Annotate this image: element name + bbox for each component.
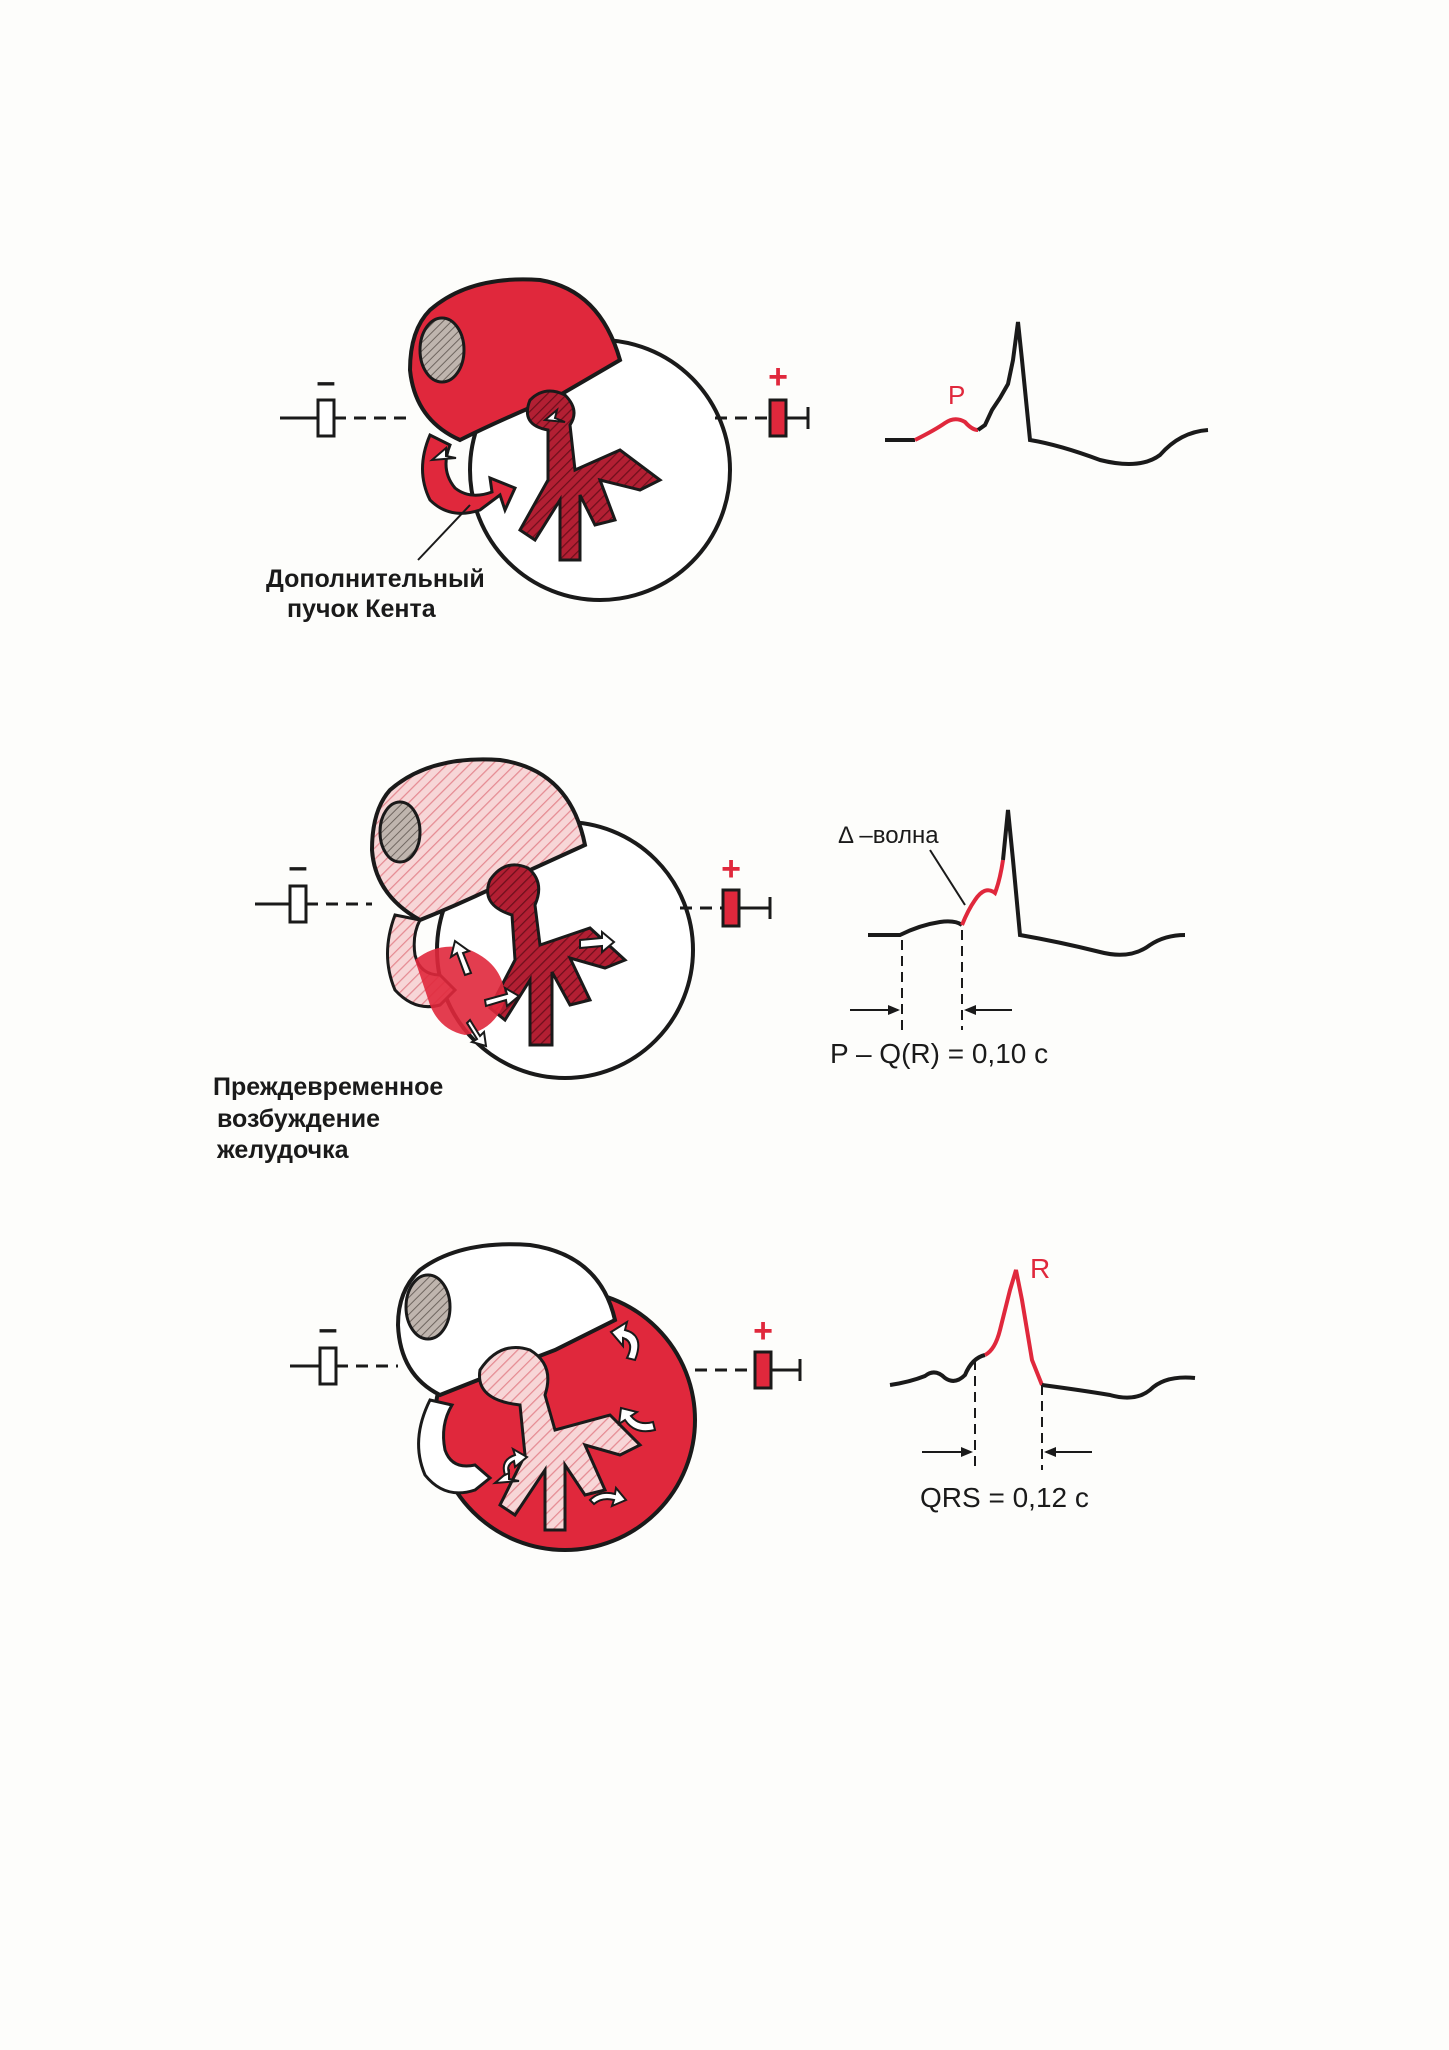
negative-sign: – [319,1310,338,1348]
negative-sign: – [289,848,308,886]
caption-line-2: возбуждение [217,1105,380,1133]
pq-interval-label: P – Q(R) = 0,10 с [830,1038,1048,1069]
arrowhead-icon [888,1005,900,1015]
caption-line-1: Дополнительный [266,565,485,593]
sinus-node [378,800,422,864]
his-bundle [478,1346,643,1532]
arrow-icon [449,939,473,977]
ecg-qrs [1001,809,1186,957]
ecg-baseline [868,919,964,937]
ecg-st-t [1041,1375,1196,1400]
ecg-p-wave [914,417,979,442]
kent-bundle [417,1398,493,1495]
ecg-baseline [889,1353,986,1387]
ecg-r-wave [983,1269,1044,1386]
arrow-icon [483,985,521,1008]
r-wave-label: R [1030,1253,1050,1284]
electrode-positive [753,1350,773,1390]
arrowhead-icon [964,1005,976,1015]
leader-line [417,504,471,561]
arrow-icon [617,1406,657,1433]
caption-line-2: пучок Кента [287,595,437,623]
panel-1: – + Дополнительный пучок Кента P [266,277,1209,623]
sinus-node [418,316,466,384]
positive-sign: + [753,1312,773,1350]
electrode-negative [316,398,336,438]
electrode-negative [318,1346,338,1386]
arrow-icon [588,1485,628,1508]
arrowhead-icon [1044,1447,1056,1457]
ecg-qrs [976,321,1209,466]
arrow-icon [465,1018,488,1048]
electrode-negative [288,884,308,924]
electrode-positive [721,888,741,928]
panel-2: – + Преждевременное возбуждение желудочк… [213,757,1186,1164]
arrow-icon [542,407,566,423]
qrs-interval-label: QRS = 0,12 с [920,1482,1089,1513]
delta-pointer [929,849,966,906]
caption-line-1: Преждевременное [213,1073,443,1101]
arrowhead-icon [961,1447,973,1457]
positive-sign: + [768,358,788,396]
negative-sign: – [317,363,336,401]
arrow-icon [429,445,457,462]
positive-sign: + [721,850,741,888]
electrode-positive [768,398,788,438]
premature-excitation-zone [415,946,505,1035]
p-wave-label: P [948,380,965,410]
caption-line-3: желудочка [216,1136,350,1164]
ecg-delta-wave [960,859,1005,926]
panel-3: – + R QRS = 0,12 с [290,1242,1196,1552]
arrow-icon [579,929,616,955]
sinus-node [404,1273,452,1341]
arrow-icon [609,1319,640,1362]
his-bundle [518,389,663,562]
arrow-icon [502,1446,529,1477]
delta-wave-label: Δ –волна [838,822,939,849]
